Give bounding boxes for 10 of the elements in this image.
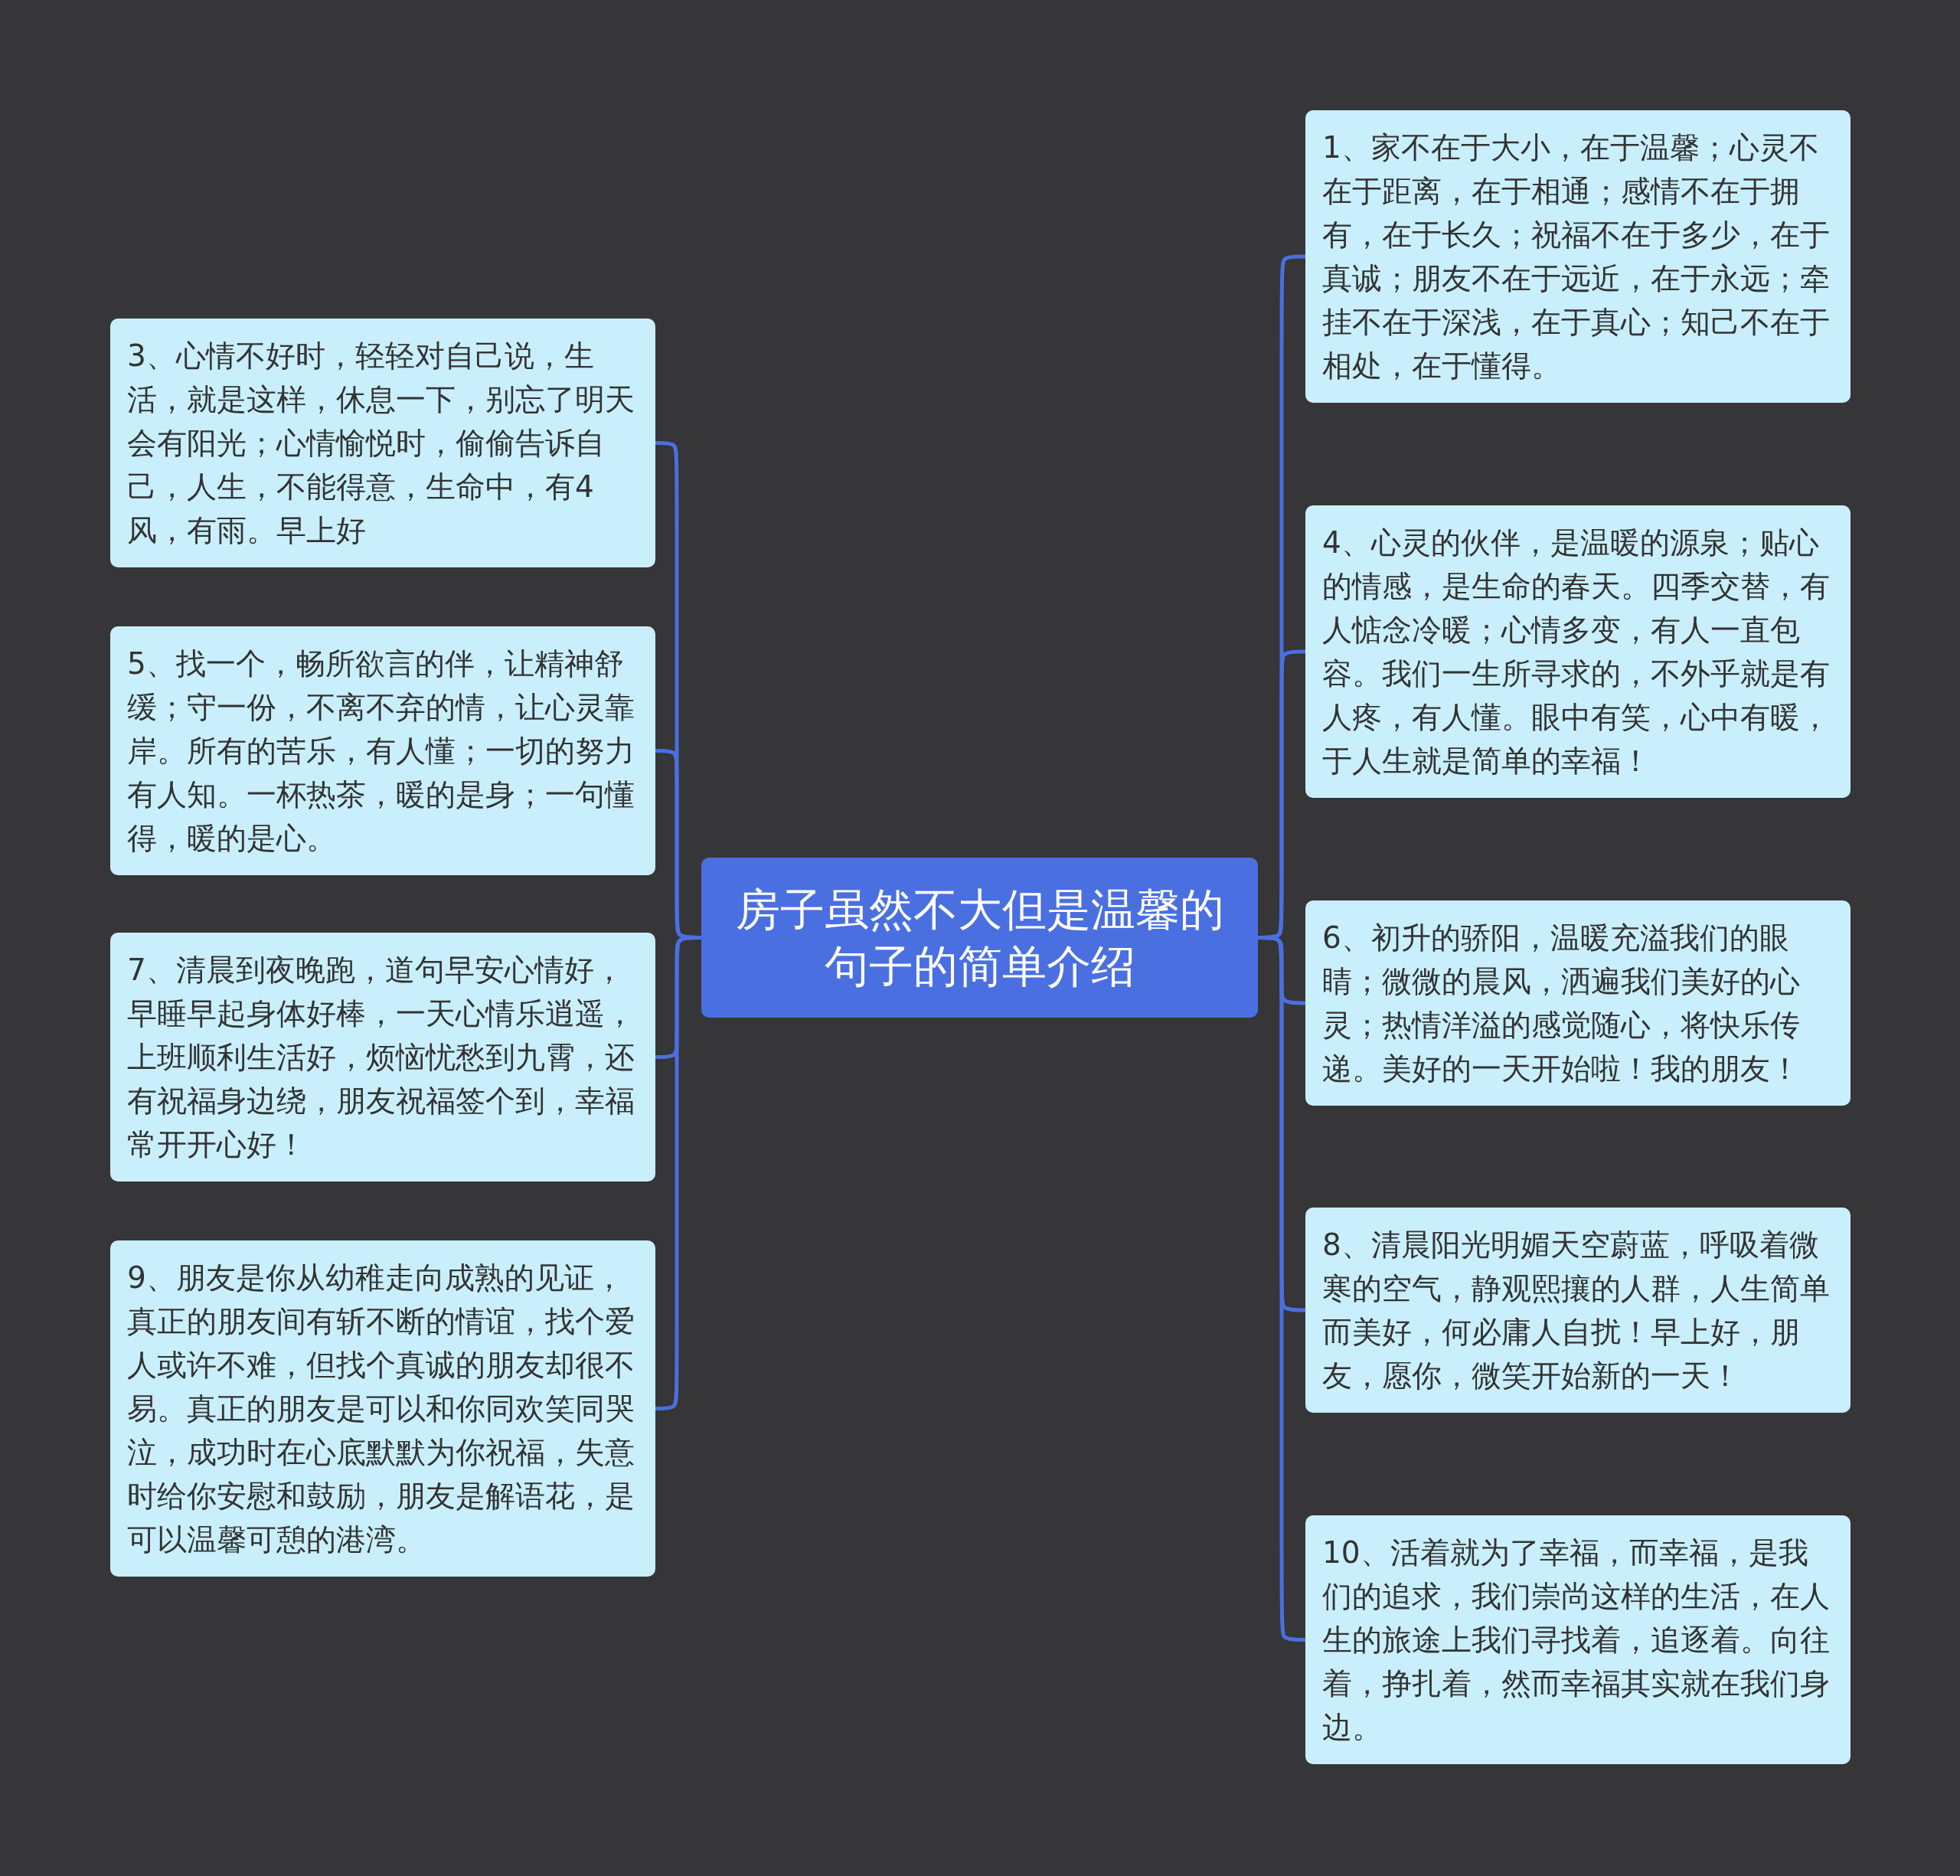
topic-box: 4、心灵的伙伴，是温暖的源泉；贴心的情感，是生命的春天。四季交替，有人惦念冷暖；心情多变，有人一直包容。我们一生所寻求的，不外乎就是有人疼，有人懂。眼中有笑，心中有暖，于人生就是简单的幸福！ [1305,505,1851,798]
central-topic-box: 房子虽然不大但是温馨的句子的简单介绍 [701,858,1258,1018]
topic-box: 3、心情不好时，轻轻对自己说，生活，就是这样，休息一下，别忘了明天会有阳光；心情愉悦时，偷偷告诉自己，人生，不能得意，生命中，有4风，有雨。早上好 [110,319,655,567]
topic-box: 6、初升的骄阳，温暖充溢我们的眼睛；微微的晨风，洒遍我们美好的心灵；热情洋溢的感觉随心，将快乐传递。美好的一天开始啦！我的朋友！ [1305,900,1851,1106]
topic-box: 10、活着就为了幸福，而幸福，是我们的追求，我们崇尚这样的生活，在人生的旅途上我们寻找着，追逐着。向往着，挣扎着，然而幸福其实就在我们身边。 [1305,1515,1851,1764]
topic-box: 1、家不在于大小，在于温馨；心灵不在于距离，在于相通；感情不在于拥有，在于长久；祝福不在于多少，在于真诚；朋友不在于远近，在于永远；牵挂不在于深浅，在于真心；知己不在于相处，在于懂得。 [1305,110,1851,403]
topic-box: 7、清晨到夜晚跑，道句早安心情好，早睡早起身体好棒，一天心情乐逍遥，上班顺利生活好，烦恼忧愁到九霄，还有祝福身边绕，朋友祝福签个到，幸福常开开心好！ [110,933,655,1181]
topic-box: 5、找一个，畅所欲言的伴，让精神舒缓；守一份，不离不弃的情，让心灵靠岸。所有的苦乐，有人懂；一切的努力有人知。一杯热茶，暖的是身；一句懂得，暖的是心。 [110,626,655,875]
topic-box: 8、清晨阳光明媚天空蔚蓝，呼吸着微寒的空气，静观熙攘的人群，人生简单而美好，何必庸人自扰！早上好，朋友，愿你，微笑开始新的一天！ [1305,1208,1851,1413]
topic-box: 9、朋友是你从幼稚走向成熟的见证，真正的朋友间有斩不断的情谊，找个爱人或许不难，但找个真诚的朋友却很不易。真正的朋友是可以和你同欢笑同哭泣，成功时在心底默默为你祝福，失意时给你安慰和鼓励，朋友是解语花，是可以温馨可憩的港湾。 [110,1240,655,1577]
